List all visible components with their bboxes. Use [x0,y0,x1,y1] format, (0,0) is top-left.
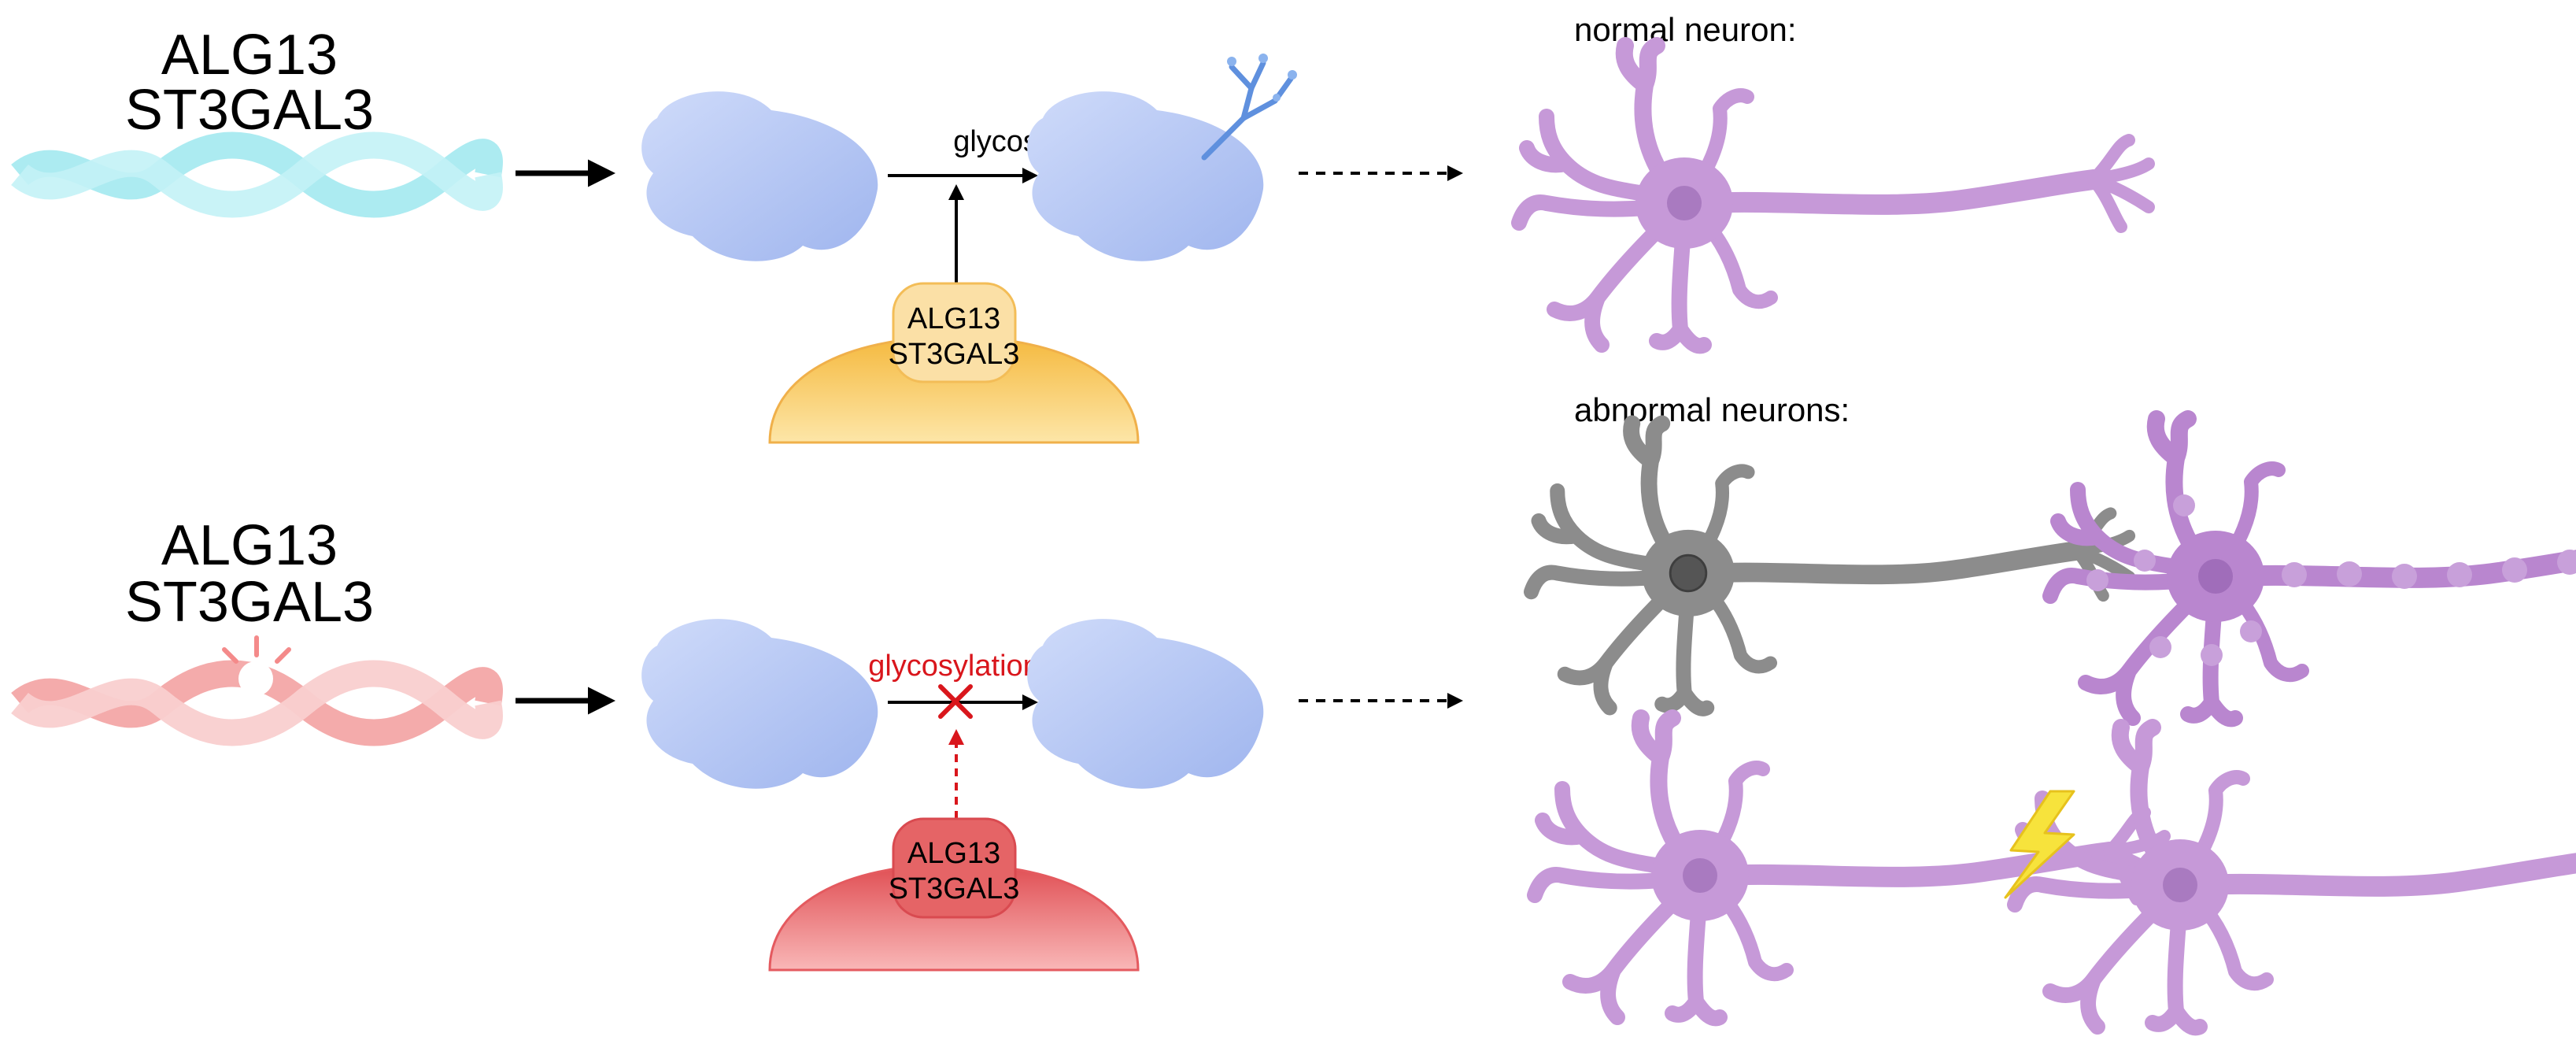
top-row: ALG13 ST3GAL3 glycosylation ALG13 ST3GA [11,24,1463,444]
protein-glycosylated-top [1027,91,1264,261]
gene-label-alg13-top: ALG13 [161,24,338,87]
dna-helix-mutant [11,660,503,746]
blocked-x-icon [938,684,973,719]
normal-neuron [1519,46,2149,346]
abnormal-neuron-pair-right [2015,727,2576,1027]
enzyme-box-mutant [892,817,1017,919]
protein-unglycosylated-bottom-left [641,619,878,789]
enzyme-box-normal [892,282,1017,383]
abnormal-neuron-beaded [2050,419,2576,719]
mutation-burst-icon [222,635,291,664]
gene-label-st3gal3-top: ST3GAL3 [125,79,374,142]
normal-neuron-heading: normal neuron: [1574,11,1797,48]
enzyme-label-alg13-top: ALG13 [907,302,1000,335]
gene-label-st3gal3-bottom: ST3GAL3 [125,571,374,634]
enzyme-label-alg13-bottom: ALG13 [907,837,1000,870]
process-label-glycosylation-blocked: glycosylation [868,650,1040,683]
lightning-bolt-icon [2004,790,2075,899]
enzyme-label-st3gal3-top: ST3GAL3 [889,338,1020,371]
bottom-row: ALG13 ST3GAL3 glycosylation ALG13 ST3GAL… [11,514,1463,972]
abnormal-neuron-gray [1532,424,2130,709]
abnormal-neurons-heading: abnormal neurons: [1574,391,1850,428]
protein-unglycosylated-top [641,91,878,261]
gene-label-alg13-bottom: ALG13 [161,514,338,577]
protein-unglycosylated-bottom-right [1027,619,1264,789]
glycan-chain-icon [1201,54,1297,161]
abnormal-neuron-pair-left [1535,718,2164,1018]
enzyme-label-st3gal3-bottom: ST3GAL3 [889,872,1020,905]
dna-helix-normal [11,131,503,218]
